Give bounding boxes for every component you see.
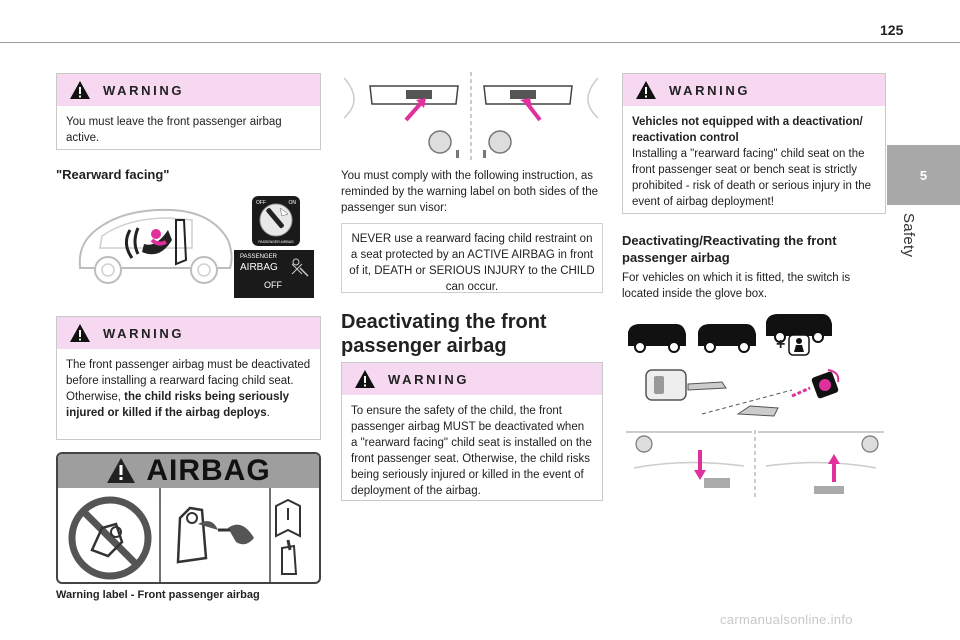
rearward-facing-heading: "Rearward facing" — [56, 167, 170, 182]
subheading-deactivating-reactivating: Deactivating/Reactivating the front pass… — [622, 233, 837, 265]
warning-triangle-icon — [70, 81, 90, 99]
warning-box-airbag-active: WARNING You must leave the front passeng… — [56, 73, 321, 150]
warning-title: WARNING — [388, 371, 470, 387]
warning-triangle-icon — [636, 81, 656, 99]
section-heading-deactivating: Deactivating the front passenger airbag — [341, 311, 547, 357]
page-number: 125 — [880, 22, 904, 38]
airbag-off-icon — [291, 258, 309, 277]
airbag-key-switch: OFF ON PASSENGER AIRBAG — [252, 196, 300, 246]
airbag-warning-label: AIRBAG — [56, 452, 321, 584]
watermark-text: carmanualsonline.info — [720, 612, 853, 627]
chapter-number: 5 — [919, 167, 928, 183]
figure-caption: Warning label - Front passenger airbag — [56, 589, 260, 601]
visor-warning-notice: NEVER use a rearward facing child restra… — [341, 223, 603, 293]
warning-title: WARNING — [669, 82, 751, 98]
visor-instruction-intro: You must comply with the following instr… — [341, 170, 598, 214]
glove-box-switch-text: For vehicles on which it is fitted, the … — [622, 272, 851, 300]
warning-box-deactivate-before-install: WARNING The front passenger airbag must … — [56, 316, 321, 440]
warning-text: The front passenger airbag must be deact… — [66, 359, 311, 419]
warning-text: You must leave the front passenger airba… — [66, 116, 282, 144]
airbag-label-title: AIRBAG — [146, 454, 271, 487]
warning-header: WARNING — [57, 317, 320, 349]
passenger-airbag-off-indicator: PASSENGER AIRBAG OFF — [234, 250, 314, 298]
warning-header: WARNING — [623, 74, 885, 106]
car-child-seat-illustration — [78, 208, 233, 284]
dashboard-switch-location-illustration — [626, 430, 884, 498]
warning-triangle-icon — [107, 458, 135, 483]
chapter-label: Safety — [900, 213, 917, 258]
glove-box-key-switch-illustration — [645, 369, 840, 417]
warning-text: To ensure the safety of the child, the f… — [351, 405, 592, 497]
header-rule — [0, 42, 960, 43]
sun-visor-label-illustration — [343, 72, 599, 160]
van-models-illustration — [628, 314, 832, 353]
warning-box-child-safety: WARNING To ensure the safety of the chil… — [341, 362, 603, 501]
airbag-label-pictograms — [68, 488, 301, 582]
warning-title: WARNING — [103, 82, 185, 98]
warning-text: Vehicles not equipped with a deactivatio… — [632, 116, 872, 208]
warning-box-no-deactivation-control: WARNING Vehicles not equipped with a dea… — [622, 73, 886, 214]
warning-emphasis: Vehicles not equipped with a deactivatio… — [632, 116, 863, 144]
warning-header: WARNING — [342, 363, 602, 395]
chapter-tab[interactable]: 5 — [887, 145, 960, 205]
warning-triangle-icon — [70, 324, 90, 342]
airbag-label-header: AIRBAG — [58, 454, 319, 488]
warning-header: WARNING — [57, 74, 320, 106]
plus-sign: + — [776, 336, 786, 353]
warning-triangle-icon — [355, 370, 375, 388]
warning-title: WARNING — [103, 325, 185, 341]
child-seat-option-icon — [788, 334, 810, 356]
warning-emphasis: the child risks being seriously injured … — [66, 391, 290, 419]
